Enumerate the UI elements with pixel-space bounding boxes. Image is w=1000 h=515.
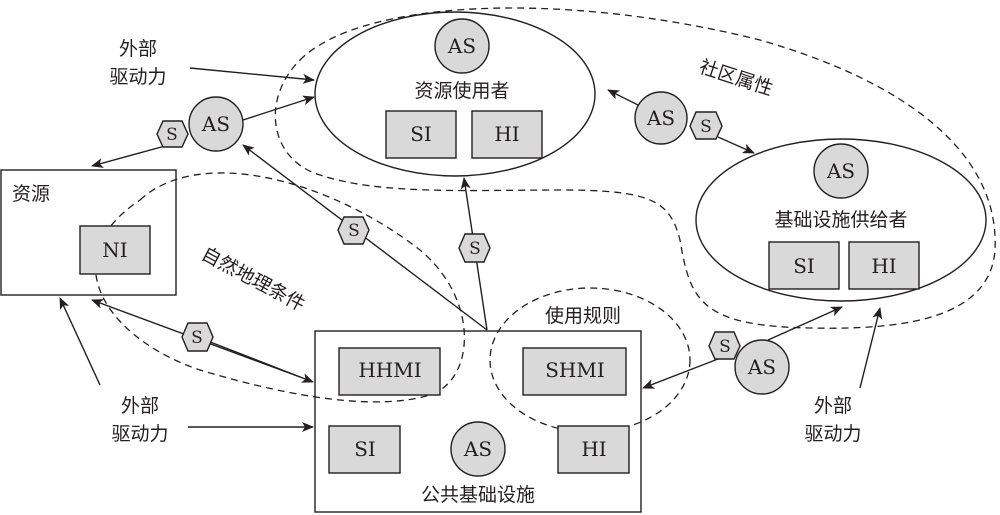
svg-text:外部: 外部 [814,395,852,417]
svg-text:S: S [719,337,731,357]
natural-geography-region [94,172,465,403]
strategy-hexagon[interactable]: S [156,120,189,148]
hhmi-box: HHMI [358,358,421,382]
shmi-box: SHMI [545,358,605,382]
external-driver-bottom-right: 外部 驱动力 [804,395,861,445]
svg-text:外部: 外部 [119,38,157,60]
strategy-hexagon[interactable]: S [458,233,491,263]
agent-node-top-left[interactable]: AS [188,96,244,152]
si-box: SI [410,122,432,146]
resource-users-label: 资源使用者 [414,80,509,102]
external-driver-top-left: 外部 驱动力 [109,38,166,88]
public-infrastructure-label: 公共基础设施 [421,484,535,506]
svg-text:驱动力: 驱动力 [111,423,168,445]
community-attributes-region [274,7,996,329]
svg-text:S: S [166,125,178,145]
svg-text:AS: AS [646,106,675,130]
agent-node-bottom-right[interactable]: AS [734,339,790,395]
hi-box: HI [581,437,606,461]
svg-text:S: S [700,117,712,137]
arrow-external-to-users [189,67,315,84]
si-box: SI [793,254,815,278]
svg-text:外部: 外部 [121,395,159,417]
arrow-external-to-providers [859,307,883,389]
agent-label: AS [463,437,492,461]
arrow-external-to-resource [59,297,101,386]
strategy-hexagon[interactable]: S [181,322,214,352]
strategy-hexagon[interactable]: S [708,331,741,360]
svg-text:S: S [469,239,481,259]
agent-label: AS [447,34,476,58]
agent-label: AS [826,159,855,183]
svg-text:S: S [191,328,203,348]
svg-text:驱动力: 驱动力 [804,423,861,445]
agent-node-top-right[interactable]: AS [634,91,688,145]
ni-box: NI [102,238,127,262]
hi-box: HI [871,254,896,278]
community-attributes-label: 社区属性 [696,56,775,100]
svg-text:AS: AS [201,112,230,136]
si-box: SI [354,437,376,461]
arrow-to-infrastructure [199,337,314,383]
hi-box: HI [494,122,519,146]
arrow-s-to-infrastructure [642,358,719,389]
arrow-as-to-users [607,89,639,106]
resource-users[interactable]: AS 资源使用者 SI HI [314,11,596,177]
svg-text:驱动力: 驱动力 [109,66,166,88]
rules-in-use-label: 使用规则 [545,305,621,327]
public-infrastructure[interactable]: HHMI SHMI SI HI AS 公共基础设施 [314,330,642,513]
agent-circle [450,421,506,477]
infrastructure-providers-label: 基础设施供给者 [774,209,907,231]
natural-geography-label: 自然地理条件 [198,243,309,316]
agent-circle [434,18,490,74]
external-driver-bottom-left: 外部 驱动力 [111,395,168,445]
strategy-hexagon[interactable]: S [689,111,723,140]
agent-circle [813,143,869,199]
resource-label: 资源 [12,183,50,205]
svg-text:AS: AS [747,355,776,379]
arrow-as-to-providers [767,306,843,341]
arrow-s-to-providers [717,136,755,154]
arrow-as-to-users [242,95,315,121]
arrow-s-to-resource [91,145,166,168]
resource[interactable]: 资源 NI [0,169,177,296]
infrastructure-providers[interactable]: AS 基础设施供给者 SI HI [695,138,987,302]
svg-text:S: S [348,221,360,241]
strategy-hexagon[interactable]: S [337,216,370,245]
